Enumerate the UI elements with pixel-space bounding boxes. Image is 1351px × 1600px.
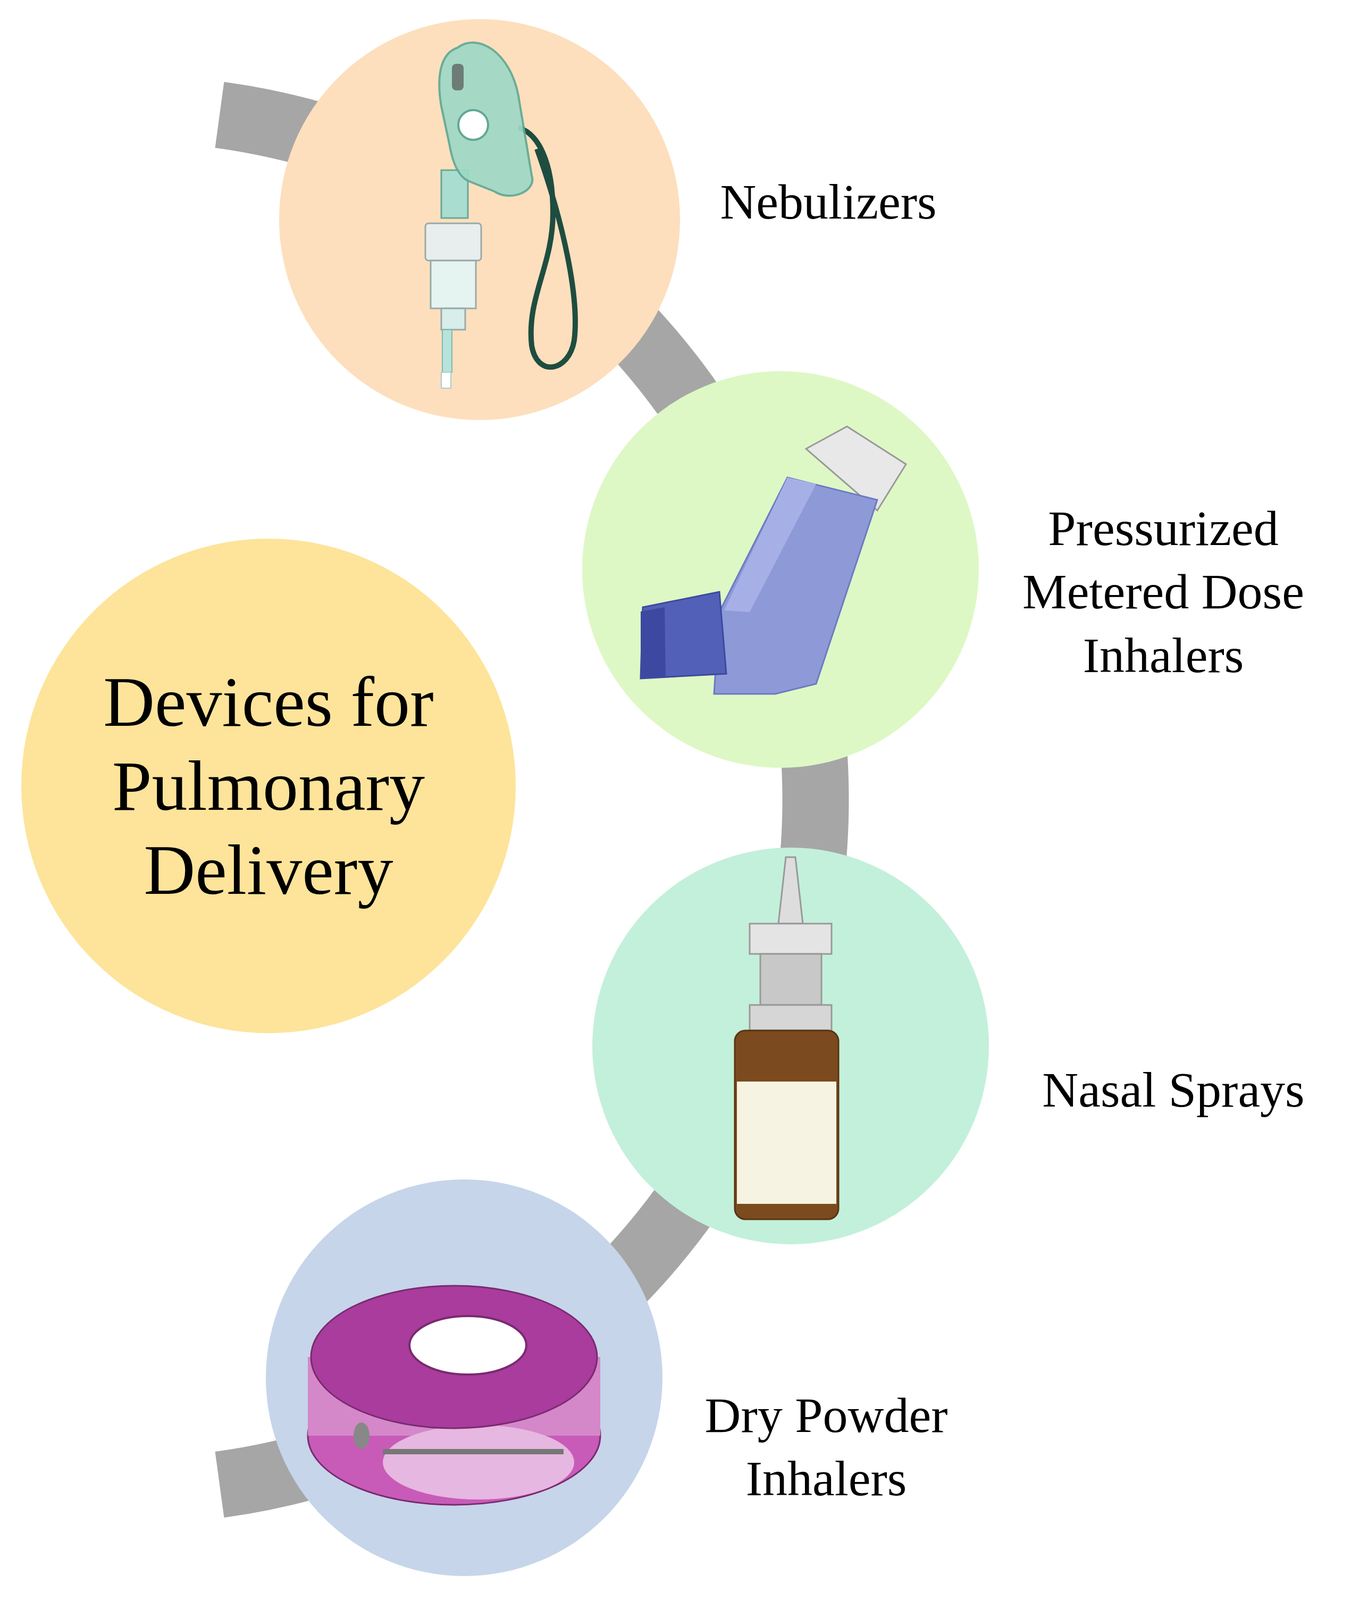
device-circle: Nasal Sprays — [591, 846, 990, 1245]
inhaler-illustration — [640, 426, 906, 694]
dry-powder-inhaler-illustration — [307, 1285, 601, 1505]
circle-shape — [265, 1178, 664, 1577]
nasal-spray-illustration — [734, 857, 839, 1220]
text-holder: Nasal Sprays — [1008, 1058, 1339, 1122]
gray-connector — [812, 750, 816, 864]
text-holder: Dry Powder Inhalers — [666, 1383, 986, 1511]
text-holder: Nebulizers — [679, 170, 978, 234]
device-label: Dry Powder Inhalers — [666, 1383, 986, 1511]
device-circle: Pressurized Metered Dose Inhalers — [581, 370, 980, 769]
device-label: Nebulizers — [679, 170, 978, 234]
gray-connector — [620, 1198, 690, 1282]
device-label: Nasal Sprays — [1008, 1058, 1339, 1122]
device-label: Pressurized Metered Dose Inhalers — [987, 496, 1339, 687]
text-holder: Pressurized Metered Dose Inhalers — [987, 496, 1339, 687]
nebulizer-illustration — [425, 42, 576, 389]
circle-shape — [278, 18, 681, 421]
device-circle: Nebulizers — [278, 18, 681, 421]
device-circle: Dry Powder Inhalers — [265, 1178, 664, 1577]
topic-circle: Devices for Pulmonary Delivery — [20, 538, 517, 1034]
topic-title: Devices for Pulmonary Delivery — [66, 659, 471, 912]
circle-shape — [591, 846, 990, 1245]
circle-shape — [581, 370, 980, 769]
